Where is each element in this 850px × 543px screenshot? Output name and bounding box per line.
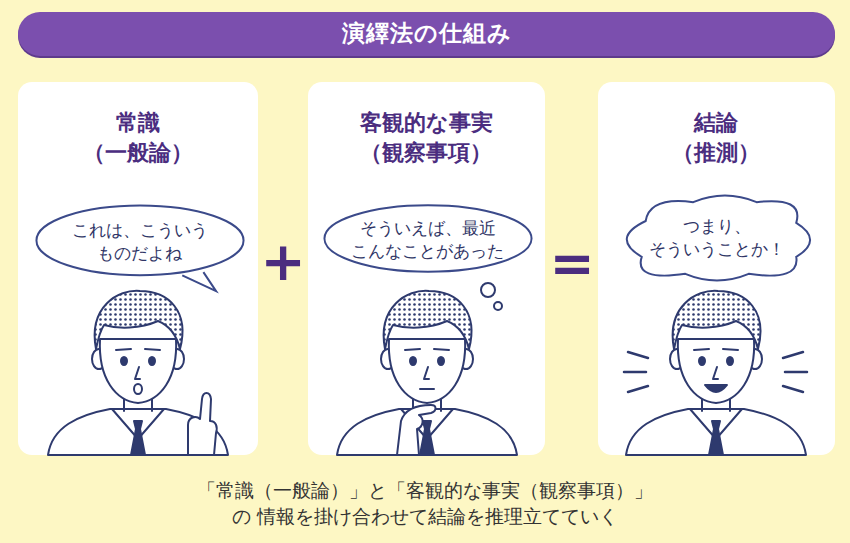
card-panel: 客観的な事実 （観察事項） そういえば、最近 こんなことがあった: [308, 82, 545, 455]
card-panel: 常識 （一般論） これは、こういう ものだよね: [18, 82, 258, 455]
operator-symbol: +: [260, 235, 305, 289]
thought-cloud: つまり、 そういうことか！: [612, 188, 822, 288]
bubble-shape: [36, 206, 243, 276]
card-heading: 客観的な事実 （観察事項）: [358, 108, 494, 167]
card-heading: 常識 （一般論）: [70, 108, 206, 167]
bubble-text: そういえば、最近 こんなことがあった: [348, 217, 508, 263]
bubble-shape: [627, 196, 810, 281]
caption-text: 「常識（一般論）」と「客観的な事実（観察事項）」の 情報を掛け合わせて結論を推理…: [194, 478, 656, 529]
bubble-outline: [316, 200, 540, 280]
card-panel: 結論 （推測） つまり、 そういうことか！: [598, 82, 835, 455]
bubble-tail: [182, 272, 216, 291]
speech-bubble: これは、こういう ものだよね: [28, 200, 252, 284]
bubble-outline: [612, 188, 822, 288]
speech-bubble: そういえば、最近 こんなことがあった: [316, 200, 540, 280]
bubble-outline: [28, 200, 252, 284]
title-text: 演繹法の仕組み: [342, 18, 512, 49]
title-band: 演繹法の仕組み: [18, 12, 835, 56]
bubble-text: つまり、 そういうことか！: [646, 215, 789, 261]
operator-symbol: =: [549, 237, 594, 291]
bubble-shape: [324, 205, 531, 271]
bubble-text: これは、こういう ものだよね: [69, 219, 212, 265]
card-heading: 結論 （推測）: [648, 108, 784, 167]
